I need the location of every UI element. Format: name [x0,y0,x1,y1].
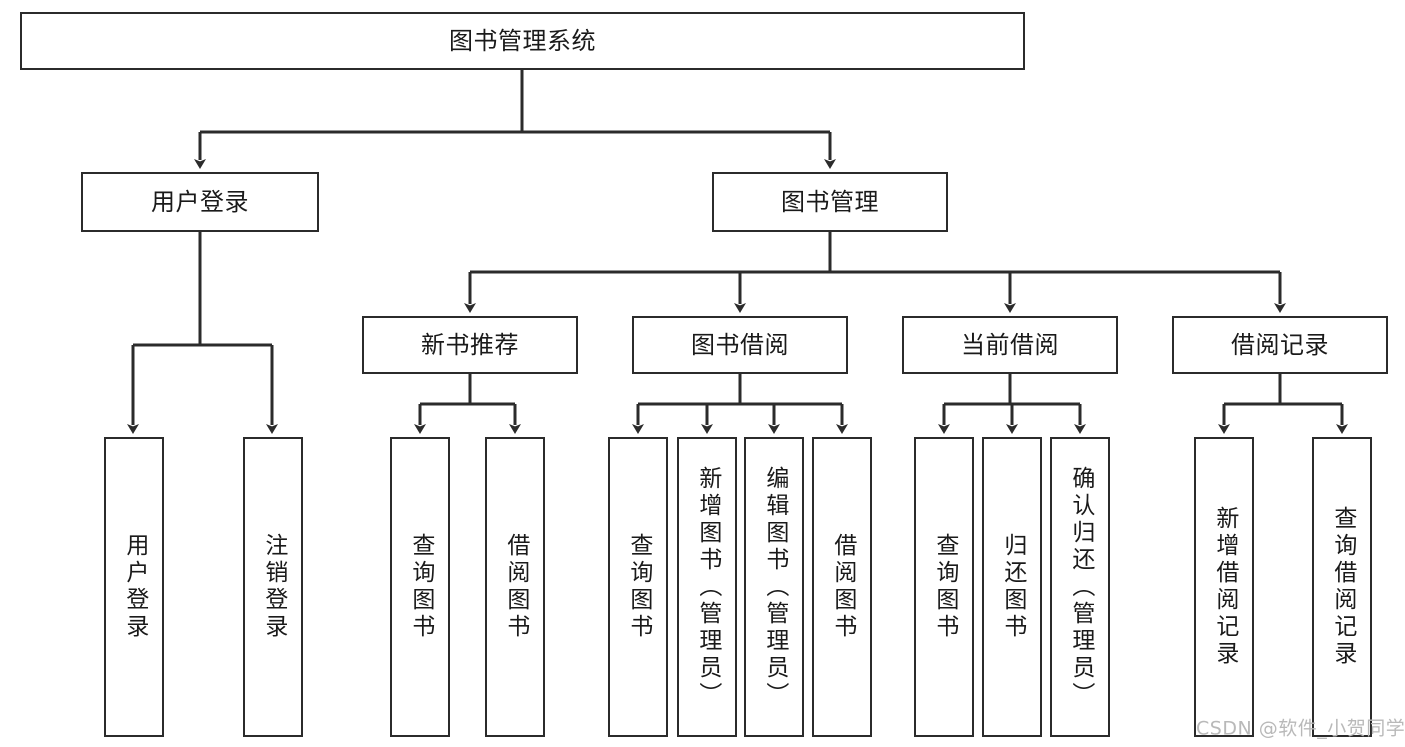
node-label: 查询图书 [625,533,652,641]
node-leaf-user-login[interactable]: 用户登录 [104,437,164,737]
node-label: 用户登录 [151,187,249,216]
node-book-manage[interactable]: 图书管理 [712,172,948,232]
node-label: 查询借阅记录 [1329,506,1356,668]
node-borrow-record[interactable]: 借阅记录 [1172,316,1388,374]
node-label: 查询图书 [931,533,958,641]
node-label: 查询图书 [407,533,434,641]
node-label: 注销登录 [260,533,287,641]
node-label: 新增图书（管理员） [694,465,721,709]
node-leaf-query-borrow-record[interactable]: 查询借阅记录 [1312,437,1372,737]
node-root-system[interactable]: 图书管理系统 [20,12,1025,70]
node-label: 编辑图书（管理员） [761,465,788,709]
node-label: 用户登录 [121,533,148,641]
node-leaf-edit-book-admin[interactable]: 编辑图书（管理员） [744,437,804,737]
node-label: 归还图书 [999,533,1026,641]
watermark: CSDN @软件_小贺同学 [1196,717,1405,740]
node-leaf-borrow-book[interactable]: 借阅图书 [812,437,872,737]
node-label: 新书推荐 [421,330,519,359]
node-label: 借阅记录 [1231,330,1329,359]
node-label: 新增借阅记录 [1211,506,1238,668]
node-leaf-logout-login[interactable]: 注销登录 [243,437,303,737]
node-leaf-add-borrow-record[interactable]: 新增借阅记录 [1194,437,1254,737]
node-label: 确认归还（管理员） [1067,465,1094,709]
node-new-book-recommend[interactable]: 新书推荐 [362,316,578,374]
node-leaf-query-book-recommend[interactable]: 查询图书 [390,437,450,737]
node-user-login[interactable]: 用户登录 [81,172,319,232]
node-leaf-add-book-admin[interactable]: 新增图书（管理员） [677,437,737,737]
node-label: 图书管理 [781,187,879,216]
node-label: 借阅图书 [829,533,856,641]
node-leaf-query-book-borrow[interactable]: 查询图书 [608,437,668,737]
node-label: 图书管理系统 [449,26,596,55]
node-leaf-borrow-book-recommend[interactable]: 借阅图书 [485,437,545,737]
node-label: 当前借阅 [961,330,1059,359]
node-leaf-return-book[interactable]: 归还图书 [982,437,1042,737]
node-leaf-confirm-return-admin[interactable]: 确认归还（管理员） [1050,437,1110,737]
node-current-borrow[interactable]: 当前借阅 [902,316,1118,374]
node-leaf-query-book-current[interactable]: 查询图书 [914,437,974,737]
node-label: 借阅图书 [502,533,529,641]
node-label: 图书借阅 [691,330,789,359]
node-book-borrow[interactable]: 图书借阅 [632,316,848,374]
